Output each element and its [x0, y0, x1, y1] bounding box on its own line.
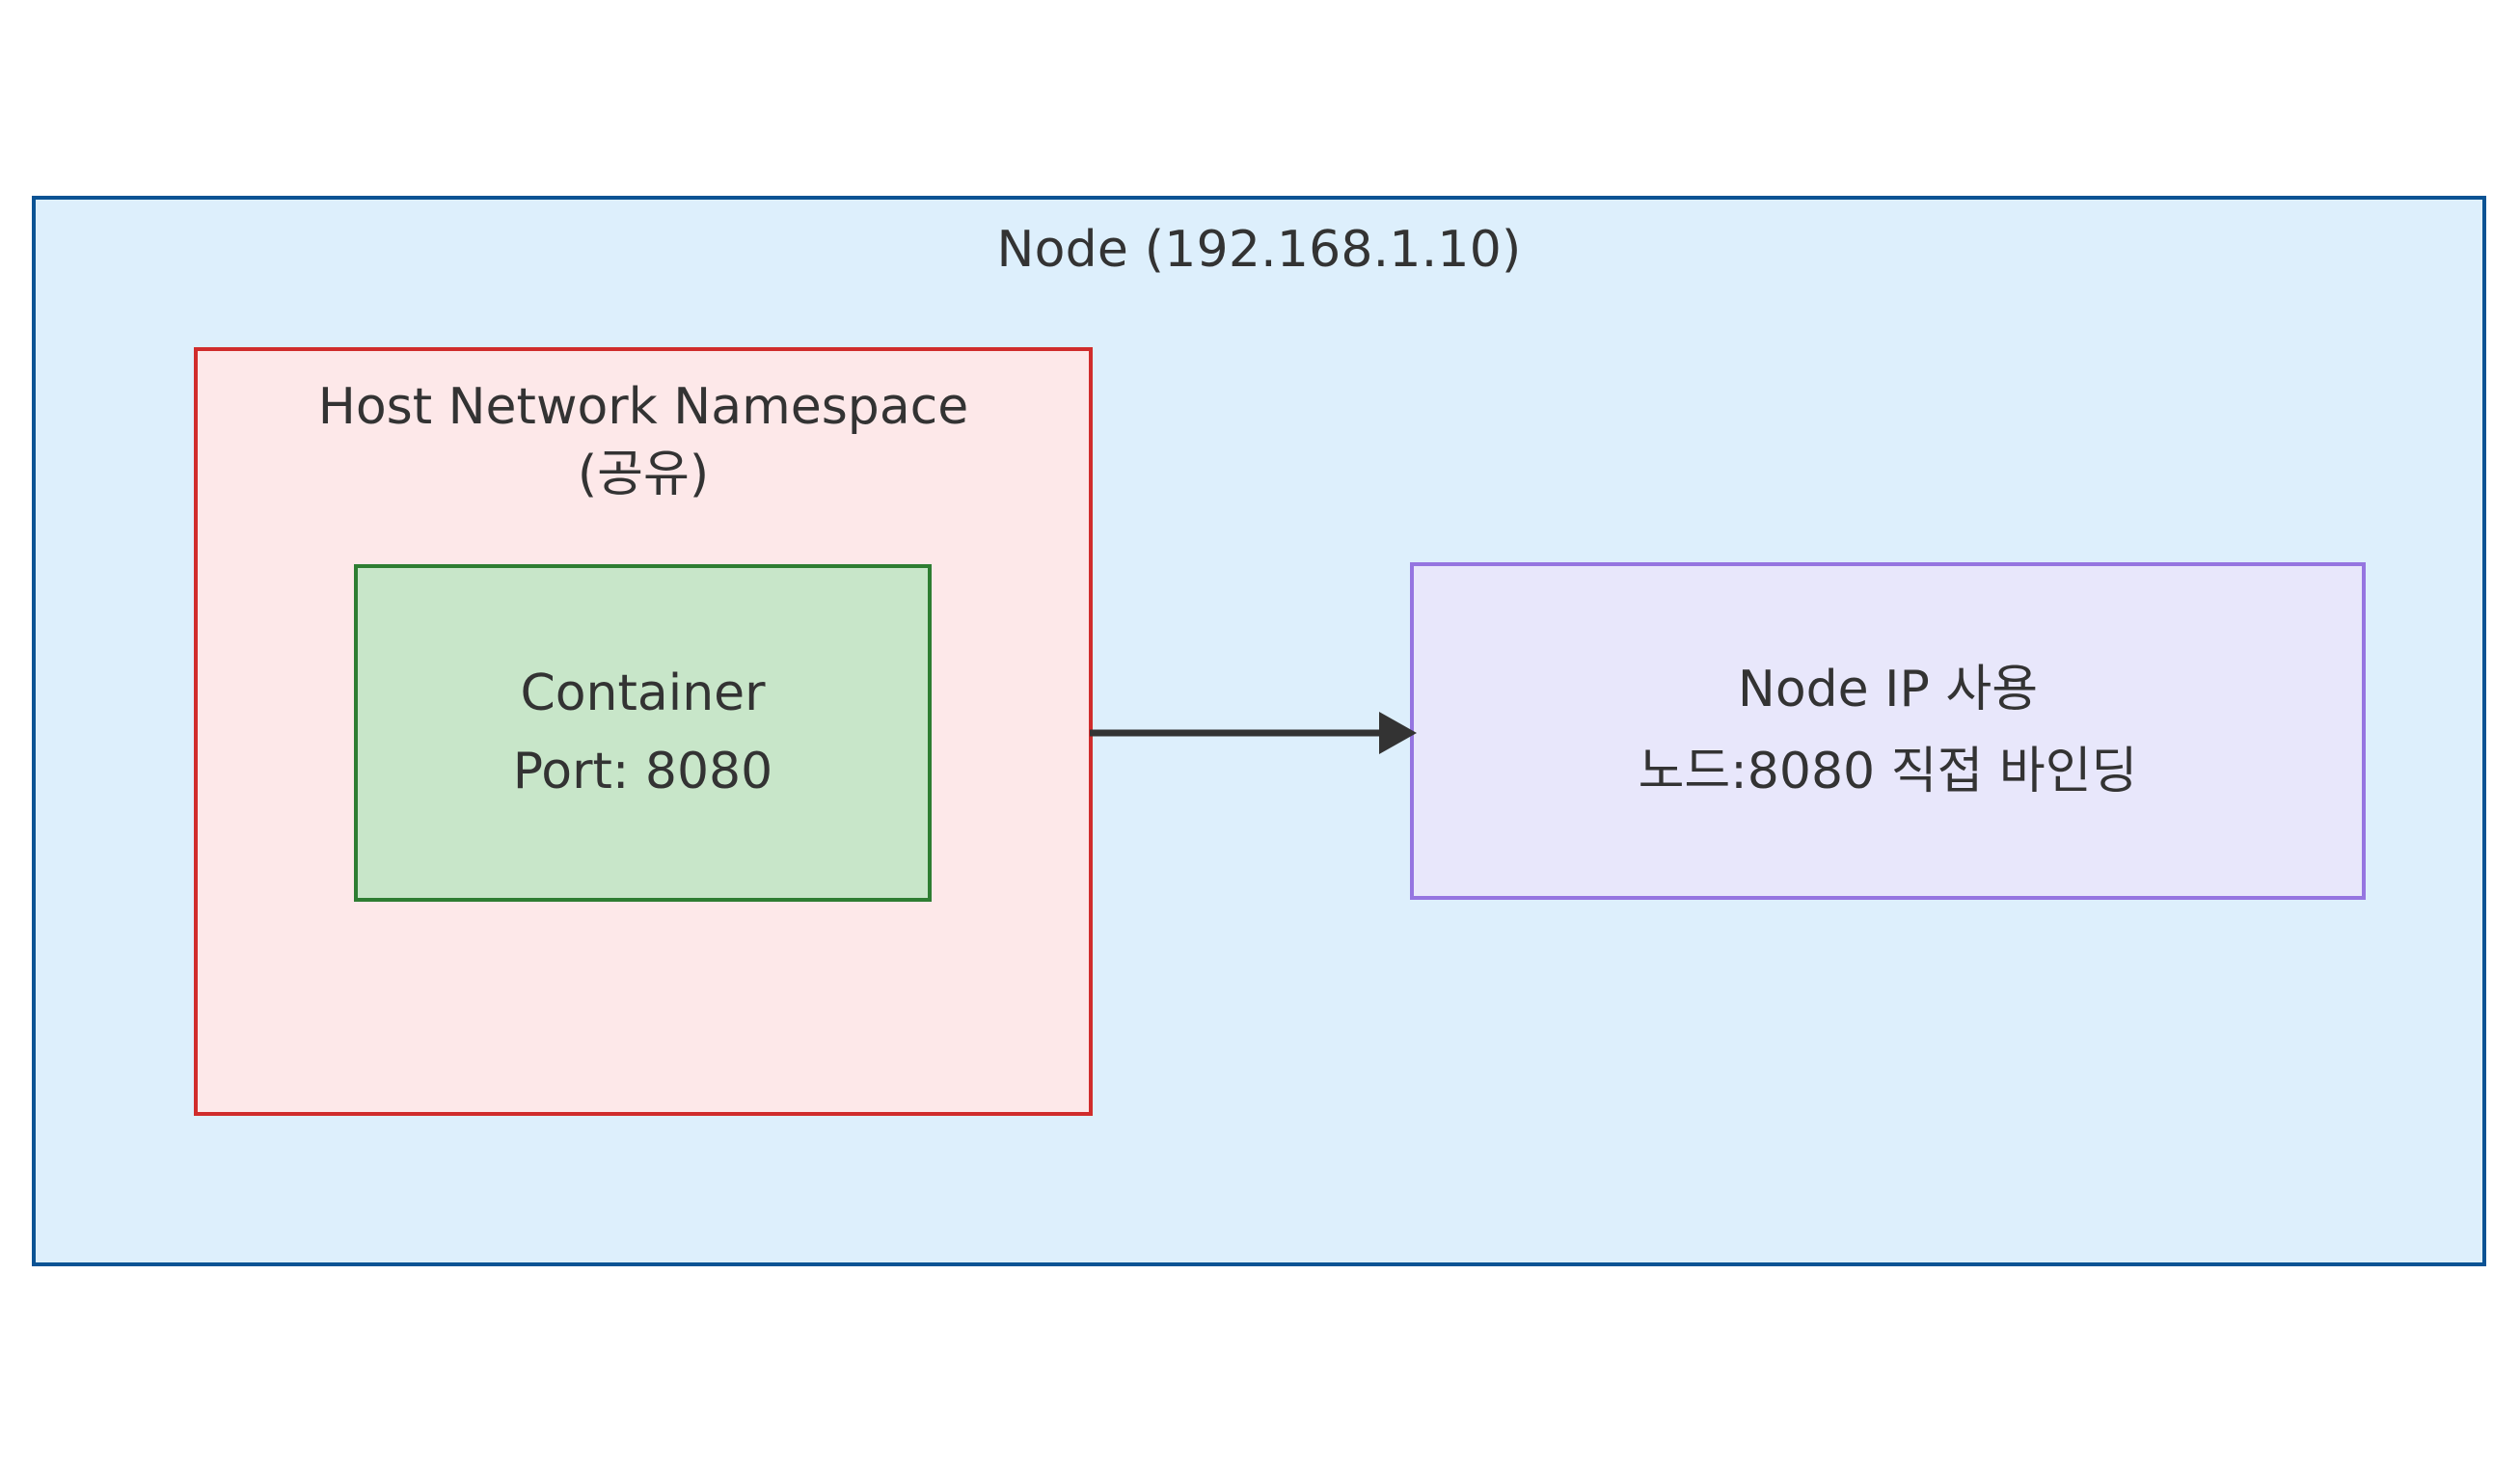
host-network-namespace-subtitle: (공유) — [577, 446, 710, 503]
container-box[interactable]: Container Port: 8080 — [354, 564, 932, 902]
arrow-container-to-node-ip — [1090, 712, 1417, 754]
node-title-label: Node (192.168.1.10) — [996, 221, 1522, 279]
node-ip-detail-label: 노드:8080 직접 바인딩 — [1638, 743, 2138, 800]
container-port-label: Port: 8080 — [512, 743, 773, 800]
node-ip-box[interactable]: Node IP 사용 노드:8080 직접 바인딩 — [1410, 562, 2366, 900]
node-ip-title-label: Node IP 사용 — [1737, 661, 2039, 719]
container-title-label: Container — [520, 664, 766, 723]
arrow-head-icon — [1379, 712, 1417, 754]
host-network-namespace-title: Host Network Namespace — [317, 378, 969, 436]
